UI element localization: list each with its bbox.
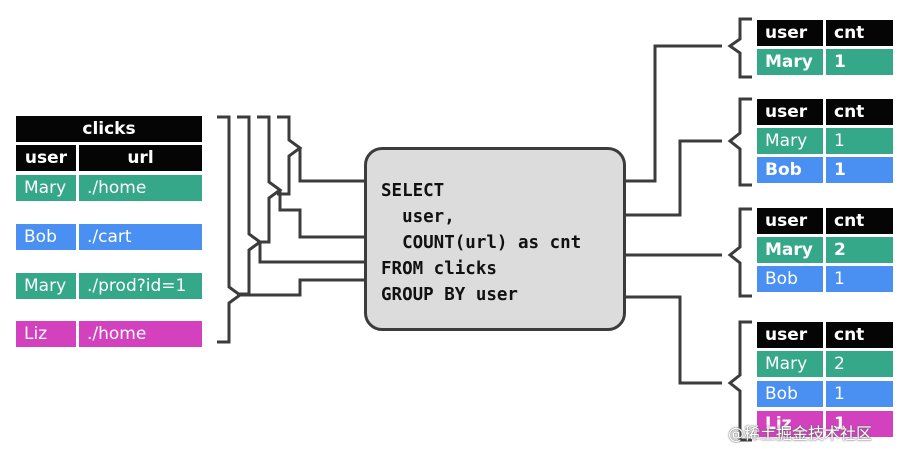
clicks-row-3-url: ./prod?id=1 (79, 273, 202, 299)
result-4-row-1-cnt: 2 (826, 351, 893, 377)
result-2-row-1-user: Mary (757, 128, 823, 154)
output-connector-2 (626, 139, 722, 217)
input-connector-2 (278, 190, 364, 239)
clicks-row-2-url: ./cart (79, 224, 202, 250)
output-connector-4 (626, 295, 722, 385)
input-connector-3 (258, 242, 364, 264)
result-4-row-3-user: Liz (757, 411, 823, 437)
result-4-row-2-cnt: 1 (826, 381, 893, 407)
clicks-table-title: clicks (16, 116, 202, 142)
input-connector-4 (240, 278, 364, 297)
result-3-row-2-cnt: 1 (826, 266, 893, 292)
table-row: Mary 2 (757, 237, 893, 263)
table-row: Liz ./home (16, 321, 202, 347)
result-3-row-1-cnt: 2 (826, 237, 893, 263)
table-row: Liz 1 (757, 411, 893, 437)
output-brace-3 (727, 207, 752, 298)
result-3-row-2-user: Bob (757, 266, 823, 292)
clicks-row-1-user: Mary (16, 175, 76, 201)
sql-query-text: SELECT user, COUNT(url) as cnt FROM clic… (381, 181, 582, 305)
result-4-header-user: user (757, 322, 823, 348)
clicks-row-1-url: ./home (79, 175, 202, 201)
result-3-row-1-user: Mary (757, 237, 823, 263)
table-row: Bob ./cart (16, 224, 202, 250)
clicks-header-user: user (16, 145, 76, 171)
output-connector-1 (626, 44, 722, 183)
clicks-table: clicks user url Mary ./home Bob ./cart M… (16, 116, 202, 350)
result-1-row-1-cnt: 1 (826, 49, 893, 75)
result-2-row-2-cnt: 1 (826, 157, 893, 183)
input-brace-2 (257, 115, 283, 244)
table-row: Mary ./home (16, 175, 202, 201)
result-table-3: user cnt Mary 2 Bob 1 (757, 208, 893, 294)
table-row: Bob 1 (757, 381, 893, 407)
table-row: Mary 2 (757, 351, 893, 377)
result-2-header-cnt: cnt (826, 99, 893, 125)
result-1-row-1-user: Mary (757, 49, 823, 75)
result-table-1: user cnt Mary 1 (757, 20, 893, 78)
table-row: Bob 1 (757, 266, 893, 292)
table-row: Bob 1 (757, 157, 893, 183)
output-brace-4 (727, 320, 752, 442)
clicks-header-url: url (79, 145, 202, 171)
sql-query-box: SELECT user, COUNT(url) as cnt FROM clic… (364, 147, 626, 331)
output-brace-2 (727, 97, 752, 187)
result-2-row-2-user: Bob (757, 157, 823, 183)
output-brace-1 (727, 17, 752, 79)
result-1-header-cnt: cnt (826, 20, 893, 46)
result-4-row-1-user: Mary (757, 351, 823, 377)
clicks-row-2-user: Bob (16, 224, 76, 250)
result-table-2: user cnt Mary 1 Bob 1 (757, 99, 893, 185)
result-table-4: user cnt Mary 2 Bob 1 Liz 1 (757, 322, 893, 438)
result-1-header-user: user (757, 20, 823, 46)
result-4-row-2-user: Bob (757, 381, 823, 407)
input-connector-1 (298, 148, 364, 183)
clicks-row-3-user: Mary (16, 273, 76, 299)
result-2-row-1-cnt: 1 (826, 128, 893, 154)
table-row: Mary 1 (757, 128, 893, 154)
result-3-header-cnt: cnt (826, 208, 893, 234)
result-4-row-3-cnt: 1 (826, 411, 893, 437)
input-brace-1 (277, 115, 303, 196)
watermark: @稀土掘金技术社区 (728, 424, 873, 443)
table-row: Mary 1 (757, 49, 893, 75)
result-2-header-user: user (757, 99, 823, 125)
input-brace-4 (217, 115, 243, 344)
result-4-header-cnt: cnt (826, 322, 893, 348)
table-row: Mary ./prod?id=1 (16, 273, 202, 299)
input-brace-3 (237, 115, 263, 296)
clicks-row-4-url: ./home (79, 321, 202, 347)
result-3-header-user: user (757, 208, 823, 234)
clicks-row-4-user: Liz (16, 321, 76, 347)
